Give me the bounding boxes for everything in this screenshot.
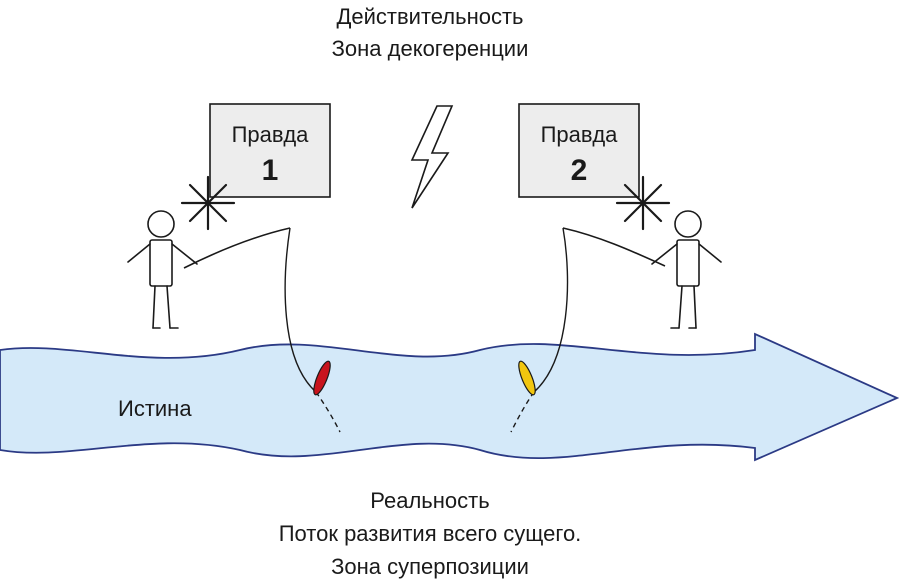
bottom-subtitle-2: Зона суперпозиции [331,554,529,579]
truth-box-1-word: Правда [232,122,310,147]
spark-star-icon-left [180,175,236,231]
truth-box-1 [209,103,331,198]
fishing-line-left [284,227,317,393]
fisherman-left-icon [127,210,198,329]
fishing-rod-right [562,227,666,267]
truth-box-2-number: 2 [571,154,588,187]
float-left-icon [313,360,331,396]
spark-star-icon-right [615,175,671,231]
float-right-icon [518,360,536,396]
bottom-subtitle-1: Поток развития всего сущего. [279,521,582,546]
truth-box-1-number: 1 [262,154,279,187]
fishing-rod-left [183,227,291,269]
lightning-icon [410,105,454,209]
truth-box-2 [518,103,640,198]
fishing-line-left-underwater [315,391,341,433]
river-arrow [0,332,899,462]
fishing-line-right-underwater [510,391,535,433]
river-label: Истина [118,396,192,421]
fishing-line-right [533,227,569,393]
top-subtitle: Зона декогеренции [332,36,529,61]
top-title: Действительность [336,4,523,29]
truth-box-2-word: Правда [541,122,619,147]
bottom-title: Реальность [370,488,489,513]
fisherman-right-icon [651,210,722,329]
